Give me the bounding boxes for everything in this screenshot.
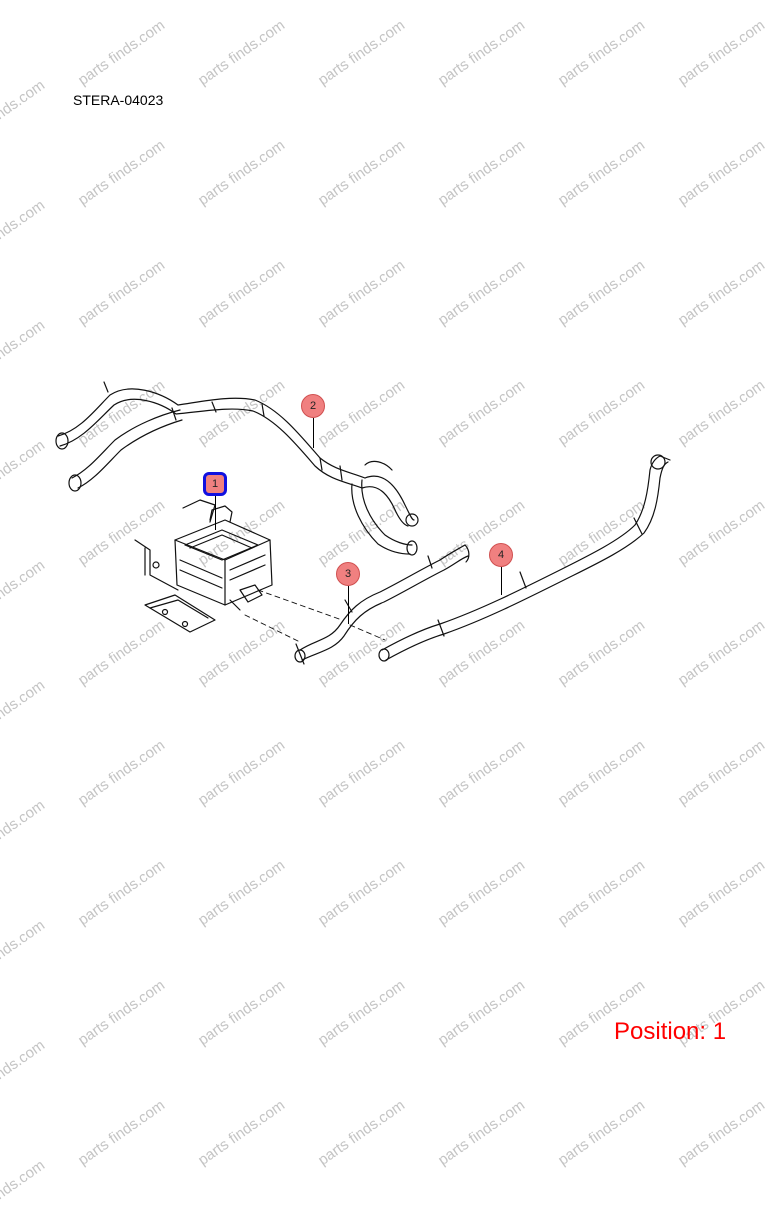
module-assembly-1	[134, 499, 273, 633]
hose-assembly-2	[55, 381, 419, 556]
watermark-text: parts finds.com	[555, 1096, 649, 1169]
callout-4-marker[interactable]: 4	[489, 543, 513, 567]
watermark-text: parts finds.com	[315, 1096, 409, 1169]
callout-3-marker[interactable]: 3	[336, 562, 360, 586]
watermark-text: parts finds.com	[0, 1156, 49, 1229]
watermark-text: parts finds.com	[75, 1096, 169, 1169]
callout-2-leader	[313, 418, 314, 448]
callout-1-leader	[215, 496, 216, 530]
dashed-connectors	[244, 589, 386, 643]
callout-2-marker[interactable]: 2	[301, 394, 325, 418]
watermark-text: parts finds.com	[435, 1096, 529, 1169]
hose-4	[378, 454, 671, 662]
hose-3	[294, 544, 470, 665]
callout-2-label: 2	[309, 400, 317, 412]
diagram-code: STERA-04023	[73, 92, 164, 108]
position-indicator: Position: 1	[614, 1018, 727, 1045]
callout-4-leader	[501, 567, 502, 595]
callout-3-label: 3	[344, 568, 352, 580]
callout-1-marker[interactable]: 1	[203, 472, 227, 496]
callout-4-label: 4	[497, 549, 505, 561]
watermark-text: parts finds.com	[195, 1096, 289, 1169]
callout-1-label: 1	[211, 478, 219, 490]
parts-diagram	[55, 381, 671, 665]
callout-3-leader	[348, 586, 349, 624]
watermark-text: parts finds.com	[675, 1096, 768, 1169]
